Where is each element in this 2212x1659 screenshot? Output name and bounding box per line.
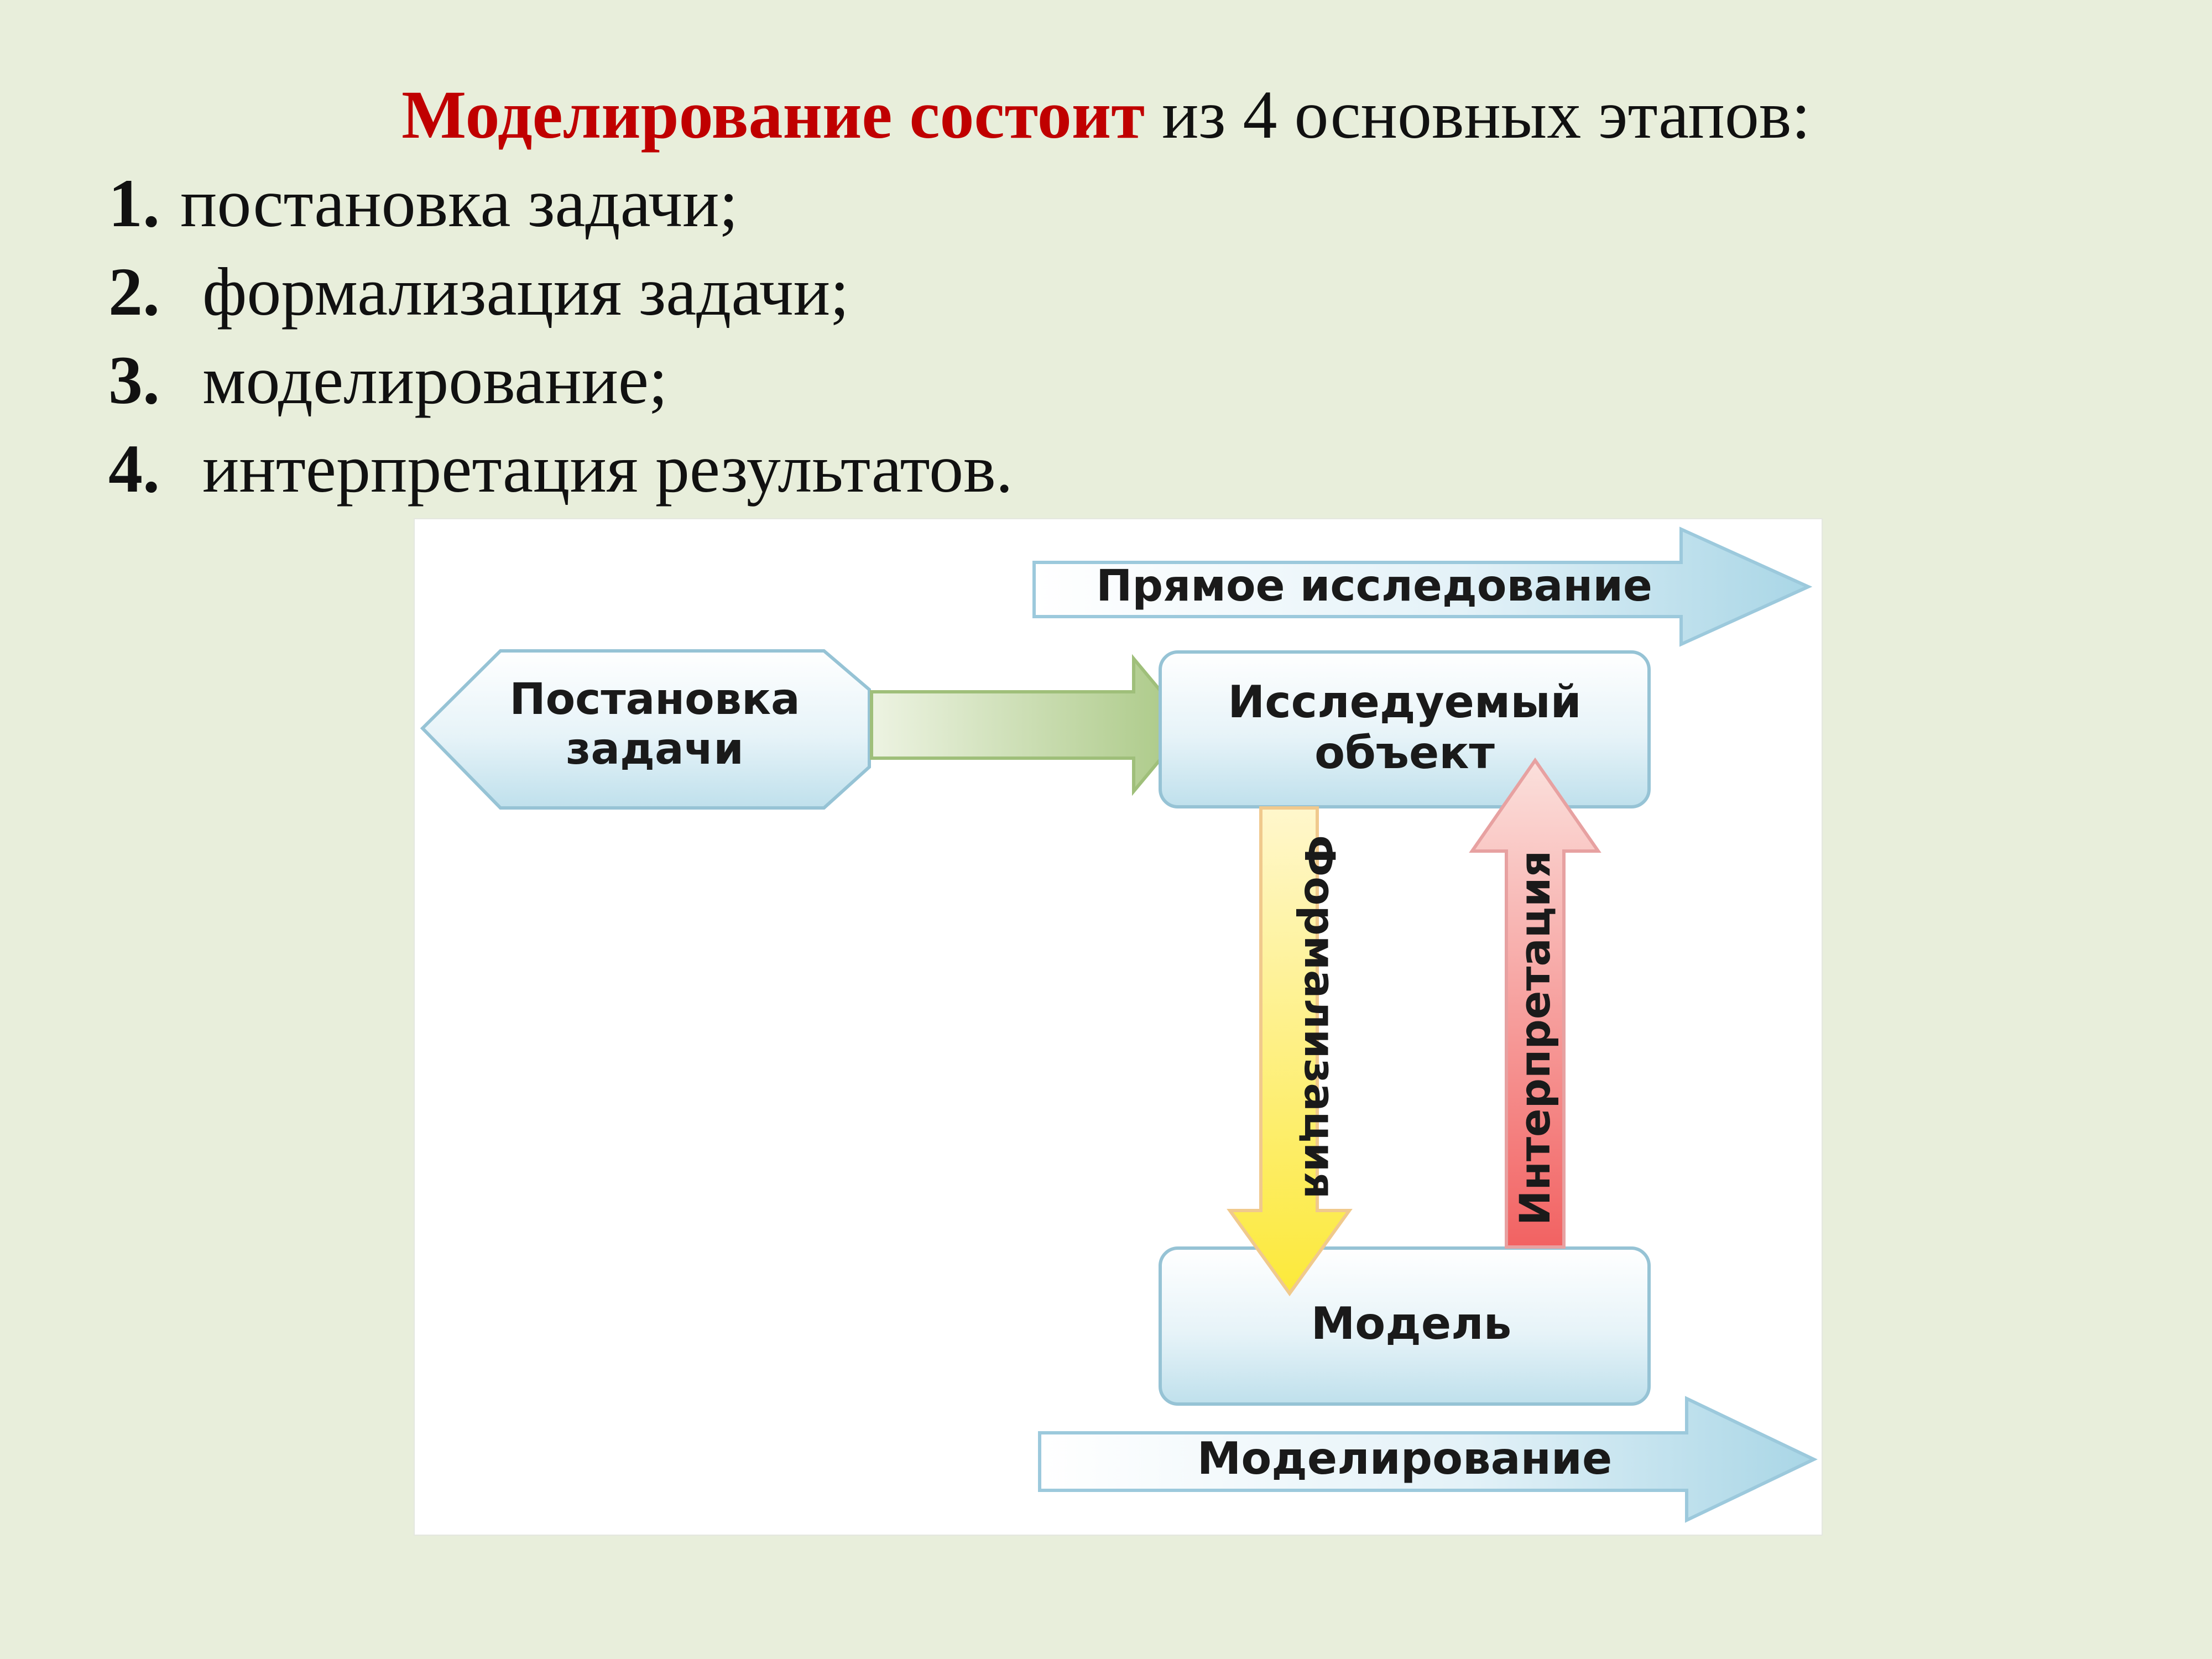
object-label-line2: объект — [1314, 727, 1495, 779]
direct-research-arrow: Прямое исследование — [1032, 526, 1813, 647]
problem-label-line1: Постановка — [509, 675, 800, 724]
model-label: Модель — [1311, 1298, 1512, 1349]
object-box: Исследуемый объект — [1159, 650, 1651, 808]
interpretation-label: Интерпретация — [1510, 851, 1559, 1225]
step-number: 4. — [108, 431, 160, 507]
object-label-line1: Исследуемый — [1228, 676, 1581, 728]
formalization-label: Формализация — [1295, 835, 1344, 1199]
problem-statement-box: Постановка задачи — [420, 649, 871, 810]
slide-title: Моделирование состоит из 4 основных этап… — [0, 71, 2212, 159]
step-text: моделирование; — [202, 342, 668, 418]
title-rest: из 4 основных этапов: — [1145, 77, 1811, 153]
step-number: 1. — [108, 165, 160, 241]
step-text: постановка задачи; — [180, 165, 738, 241]
step-text: интерпретация результатов. — [202, 431, 1013, 507]
formalization-arrow: Формализация — [1227, 806, 1353, 1297]
direct-research-label: Прямое исследование — [1096, 561, 1652, 611]
step-text: формализация задачи; — [202, 254, 849, 330]
modeling-diagram: Прямое исследование Постановка задачи Ис… — [414, 518, 1823, 1536]
steps-list: 1. постановка задачи; 2. формализация зада… — [108, 159, 1013, 513]
title-accent: Моделирование состоит — [401, 77, 1145, 153]
step-number: 2. — [108, 254, 160, 330]
step-item: 4. интерпретация результатов. — [108, 425, 1013, 513]
green-arrow — [870, 654, 1191, 796]
step-number: 3. — [108, 342, 160, 418]
modeling-arrow: Моделирование — [1038, 1396, 1818, 1523]
modeling-label: Моделирование — [1197, 1433, 1613, 1484]
step-item: 3. моделирование; — [108, 336, 1013, 425]
interpretation-arrow: Интерпретация — [1469, 757, 1601, 1249]
model-box: Модель — [1159, 1246, 1651, 1406]
step-item: 2. формализация задачи; — [108, 248, 1013, 336]
problem-label-line2: задачи — [566, 724, 744, 774]
step-item: 1. постановка задачи; — [108, 159, 1013, 248]
